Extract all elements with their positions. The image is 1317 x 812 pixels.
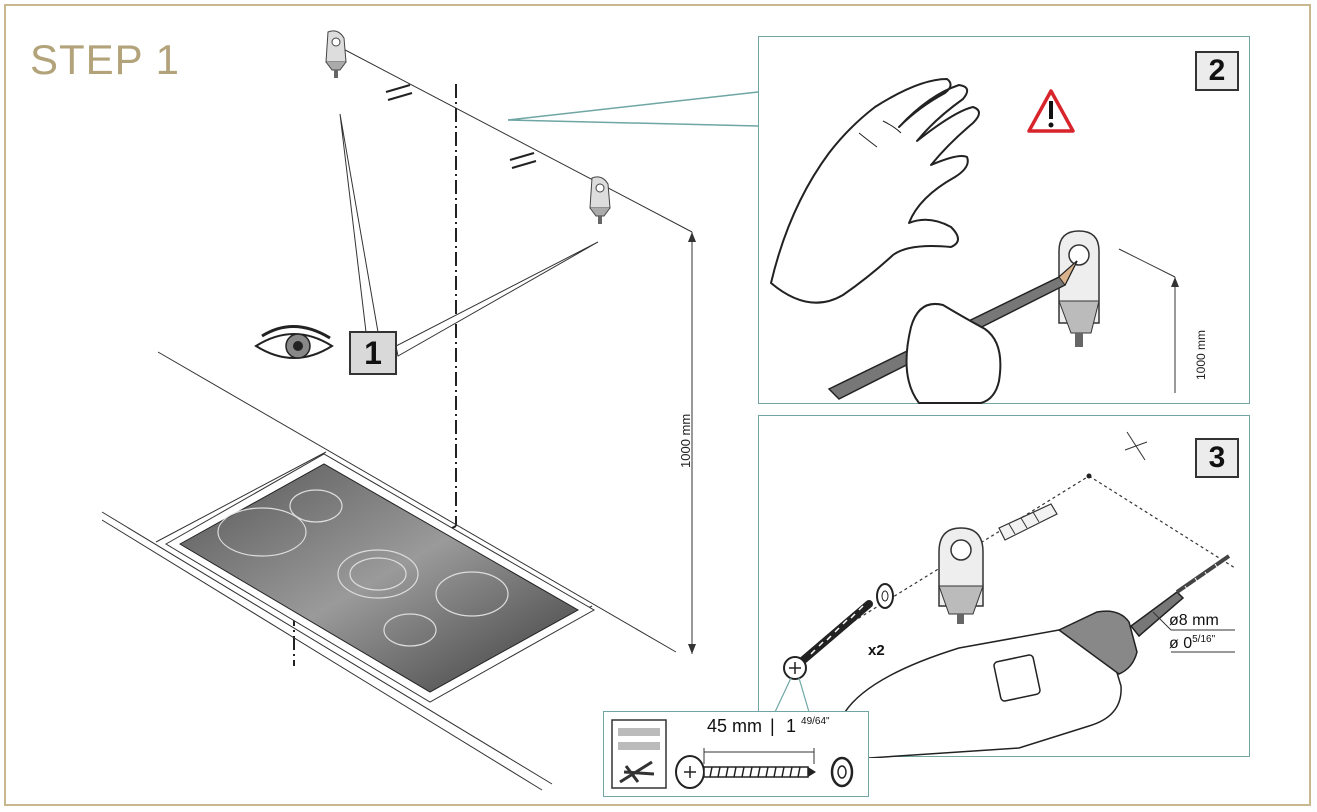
panel-3-number: 3: [1195, 438, 1239, 478]
panel-3-drill-fix: 3: [758, 415, 1250, 758]
step-title: STEP 1: [30, 36, 180, 83]
hand-icon: [905, 303, 1002, 404]
warning-triangle-icon: [1027, 89, 1075, 133]
panel-2-height-dimension: 1000 mm: [1194, 329, 1208, 380]
quantity-label: x2: [868, 642, 885, 659]
screw-length-mm: 45 mm: [707, 716, 763, 736]
screw-icon: [675, 755, 816, 789]
panel-2-illustration: [770, 78, 1179, 404]
main-illustration: [101, 30, 759, 791]
instruction-page: STEP 1 1 1000 mm: [4, 4, 1311, 806]
sight-line-2: [395, 241, 599, 357]
burner: [289, 489, 343, 523]
eye-icon: [254, 325, 334, 359]
wall-top-line: [329, 41, 693, 233]
burner: [217, 507, 307, 557]
screw-length-in-fraction: 49/64": [801, 716, 830, 727]
burner: [337, 549, 419, 599]
equal-mark-right: [509, 152, 537, 169]
drill-diameter-in-fraction: 5/16": [1192, 634, 1216, 645]
drill-mark: [1124, 431, 1148, 461]
cooktop: [165, 453, 596, 703]
screw-length-separator: |: [770, 716, 775, 736]
zoom-line-bottom: [507, 119, 759, 127]
height-dimension-label: 1000 mm: [678, 413, 693, 468]
burner: [383, 613, 437, 647]
screw-length-in: 1 49/64": [786, 716, 830, 737]
panel-2-mark-wall: 2: [758, 36, 1250, 404]
callout-number-1: 1: [349, 331, 397, 375]
bracket-icon: [589, 176, 611, 224]
panel-2-number: 2: [1195, 51, 1239, 91]
drill-icon: [843, 554, 1231, 758]
sight-line-1: [339, 113, 379, 333]
drill-diameter-mm: ø8 mm: [1169, 612, 1219, 629]
screw-length-in-whole: 1: [786, 716, 797, 736]
screw-detail-illustration: [611, 719, 854, 789]
drill-diameter-in-prefix: ø 0: [1169, 635, 1193, 652]
washer-icon: [876, 583, 894, 609]
drill-diameter-in: ø 05/16": [1169, 634, 1215, 653]
bracket-icon: [938, 527, 984, 624]
equal-mark-left: [385, 84, 413, 101]
hand-icon: [770, 78, 980, 304]
zoom-line-top: [507, 91, 759, 121]
bracket-icon: [1058, 230, 1100, 347]
screw-icon: [783, 600, 873, 680]
washer-icon: [830, 756, 854, 788]
hardware-pack-icon: [611, 719, 667, 789]
wall-plug-icon: [998, 503, 1058, 541]
bracket-icon: [325, 30, 347, 78]
panel-3-illustration: [774, 431, 1236, 758]
burner: [435, 571, 509, 617]
screw-detail-box: 45 mm | 1 49/64": [603, 711, 869, 797]
